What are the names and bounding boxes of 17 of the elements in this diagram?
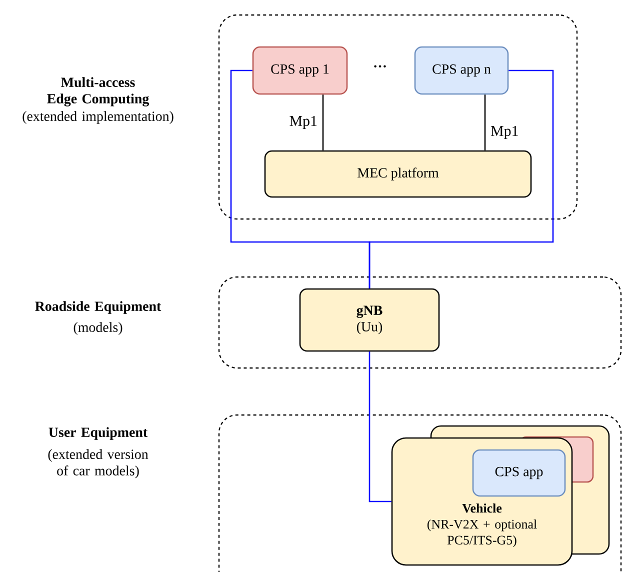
base-station-box: gNB (Uu) <box>299 288 440 352</box>
section-note: (extended version of car models) <box>48 449 148 478</box>
section-heading: Roadside Equipment <box>35 301 162 314</box>
app-box: CPS app <box>472 449 566 497</box>
section-heading: Multi-access Edge Computing <box>47 77 150 106</box>
app-box: CPS app 1 <box>252 46 348 95</box>
section-note: (models) <box>74 322 122 335</box>
dashed-region <box>218 14 578 220</box>
section-heading: User Equipment <box>48 427 148 440</box>
dashed-region <box>218 276 622 369</box>
ellipsis: … <box>374 65 386 68</box>
app-box: CPS app n <box>414 46 509 95</box>
edge-label: Mp1 <box>290 116 317 130</box>
platform-box: MEC platform <box>264 150 532 198</box>
section-note: (extended implementation) <box>22 111 174 124</box>
dashed-region <box>218 414 622 572</box>
edge-label: Mp1 <box>490 126 518 140</box>
